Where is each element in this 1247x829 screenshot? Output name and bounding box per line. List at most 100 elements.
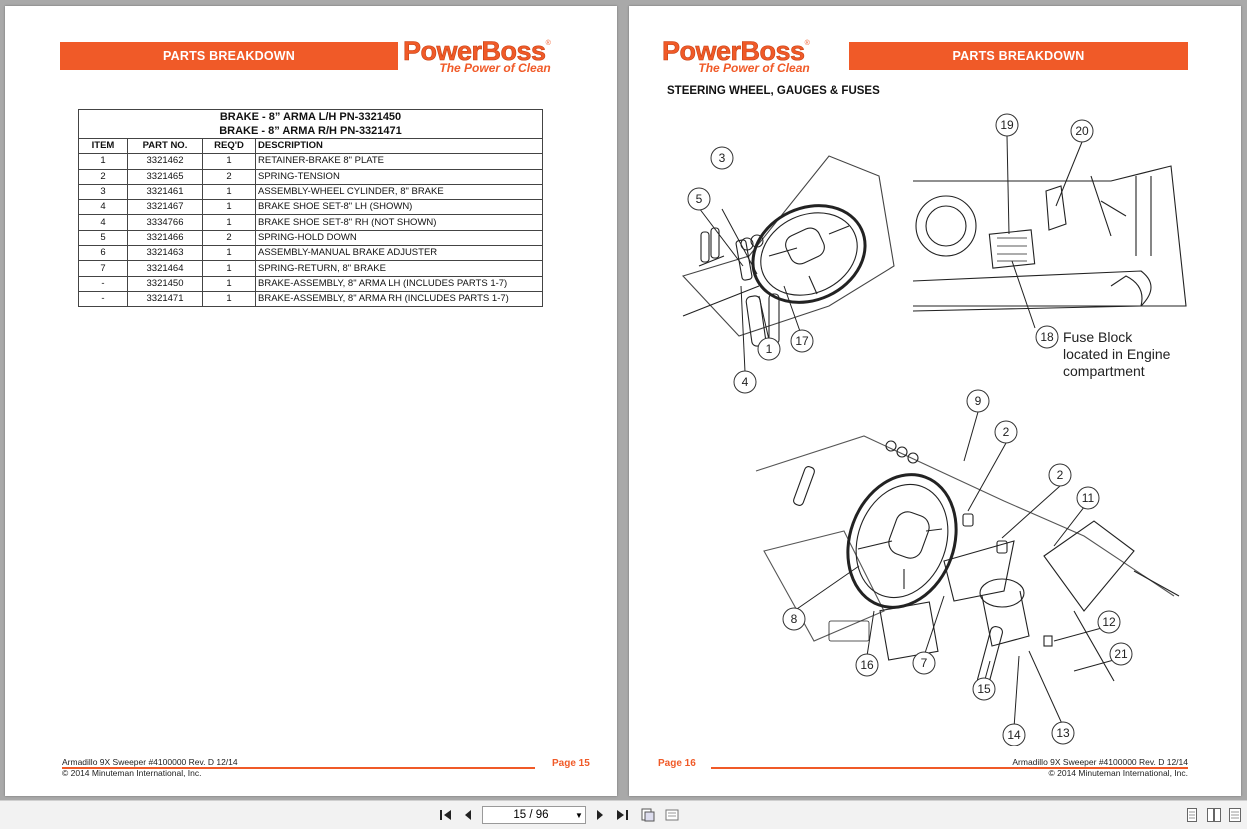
- book-view-icon[interactable]: [1204, 805, 1224, 825]
- fuse-note-line3: compartment: [1063, 363, 1145, 379]
- cell-reqd: 2: [202, 168, 256, 185]
- cell-part-no: 3321450: [127, 275, 203, 292]
- cell-part-no: 3321462: [127, 153, 203, 170]
- section-title: STEERING WHEEL, GAUGES & FUSES: [667, 85, 880, 97]
- callout-label: 14: [1007, 728, 1021, 742]
- cell-description: RETAINER-BRAKE 8" PLATE: [255, 153, 543, 170]
- callout-label: 21: [1114, 647, 1128, 661]
- callout-label: 4: [742, 375, 749, 389]
- parts-table: BRAKE - 8” ARMA L/H PN-3321450 BRAKE - 8…: [78, 109, 543, 308]
- callout-label: 9: [975, 394, 982, 408]
- callout-label: 7: [921, 656, 928, 670]
- callout-label: 3: [719, 151, 726, 165]
- table-title-2: BRAKE - 8” ARMA R/H PN-3321471: [78, 124, 543, 139]
- callout-label: 15: [977, 682, 991, 696]
- callout-label: 2: [1057, 468, 1064, 482]
- logo-registered: ®: [804, 40, 810, 47]
- cell-part-no: 3321461: [127, 183, 203, 201]
- first-page-icon[interactable]: [436, 805, 456, 825]
- powerboss-logo: PowerBoss® The Power of Clean: [403, 36, 551, 75]
- footer-rule: [62, 767, 535, 769]
- callout-label: 8: [791, 612, 798, 626]
- col-reqd: REQ'D: [202, 137, 256, 155]
- cell-item: 2: [78, 168, 128, 185]
- fit-icon[interactable]: [1225, 805, 1245, 825]
- cell-item: 6: [78, 245, 128, 262]
- cell-reqd: 1: [202, 290, 256, 308]
- logo-wordmark: PowerBoss: [403, 36, 547, 66]
- cell-description: SPRING-HOLD DOWN: [255, 229, 543, 247]
- page-header-band: PARTS BREAKDOWN: [60, 42, 398, 70]
- fuse-note-line1: Fuse Block: [1063, 329, 1133, 345]
- callout-label: 1: [766, 342, 773, 356]
- cell-item: 4: [78, 214, 128, 231]
- page-header-title: PARTS BREAKDOWN: [952, 49, 1085, 63]
- footer-copyright: © 2014 Minuteman International, Inc.: [62, 768, 202, 778]
- callout-label: 19: [1000, 118, 1014, 132]
- page-selector[interactable]: 15 / 96 ▼: [482, 806, 586, 824]
- cell-description: ASSEMBLY-MANUAL BRAKE ADJUSTER: [255, 245, 543, 262]
- footer-doc-info: Armadillo 9X Sweeper #4100000 Rev. D 12/…: [62, 757, 238, 767]
- callout-label: 17: [795, 334, 809, 348]
- cell-reqd: 1: [202, 153, 256, 170]
- cell-part-no: 3321465: [127, 168, 203, 185]
- callout-label: 11: [1082, 491, 1095, 505]
- cell-part-no: 3334766: [127, 214, 203, 231]
- cell-reqd: 1: [202, 214, 256, 231]
- page-number: Page 15: [552, 758, 590, 769]
- previous-page-icon[interactable]: [458, 805, 478, 825]
- cell-part-no: 3321466: [127, 229, 203, 247]
- col-item: ITEM: [78, 137, 128, 155]
- cell-part-no: 3321463: [127, 245, 203, 262]
- single-page-view-icon[interactable]: [638, 805, 658, 825]
- two-page-view-icon[interactable]: [662, 805, 682, 825]
- continuous-icon[interactable]: [1182, 805, 1202, 825]
- cell-description: BRAKE SHOE SET-8" LH (SHOWN): [255, 199, 543, 216]
- cell-reqd: 1: [202, 275, 256, 292]
- footer-doc-info: Armadillo 9X Sweeper #4100000 Rev. D 12/…: [1012, 757, 1188, 767]
- callout-label: 2: [1003, 425, 1010, 439]
- col-description: DESCRIPTION: [255, 137, 543, 155]
- footer-copyright: © 2014 Minuteman International, Inc.: [1048, 768, 1188, 778]
- logo-tagline: The Power of Clean: [439, 61, 551, 75]
- steering-wheel-diagram-bottom: 9 2 2 11 8 12 21 16 7 15 14 13: [755, 389, 1180, 746]
- callout-label: 13: [1056, 726, 1070, 740]
- cell-reqd: 1: [202, 183, 256, 201]
- cell-description: SPRING-RETURN, 8" BRAKE: [255, 260, 543, 277]
- powerboss-logo: PowerBoss® The Power of Clean: [662, 36, 810, 74]
- logo-wordmark: PowerBoss: [662, 36, 806, 66]
- page-15: PARTS BREAKDOWN PowerBoss® The Power of …: [5, 6, 617, 796]
- fuse-note-line2: located in Engine: [1063, 346, 1171, 362]
- cell-reqd: 1: [202, 260, 256, 277]
- cell-item: -: [78, 275, 128, 292]
- footer-left: Armadillo 9X Sweeper #4100000 Rev. D 12/…: [62, 757, 238, 779]
- last-page-icon[interactable]: [612, 805, 632, 825]
- logo-registered: ®: [545, 40, 551, 47]
- table-header-row: ITEM PART NO. REQ'D DESCRIPTION: [78, 137, 543, 155]
- page-selector-value: 15 / 96: [513, 809, 549, 821]
- col-part-no: PART NO.: [127, 137, 203, 155]
- cell-description: BRAKE-ASSEMBLY, 8" ARMA LH (INCLUDES PAR…: [255, 275, 543, 292]
- cell-part-no: 3321467: [127, 199, 203, 216]
- page-header-title: PARTS BREAKDOWN: [163, 49, 295, 63]
- callout-label: 12: [1102, 615, 1116, 629]
- callout-label: 20: [1075, 124, 1089, 138]
- cell-item: 3: [78, 183, 128, 201]
- footer-right: Armadillo 9X Sweeper #4100000 Rev. D 12/…: [1012, 757, 1188, 779]
- callout-label: 5: [696, 192, 703, 206]
- cell-description: BRAKE-ASSEMBLY, 8" ARMA RH (INCLUDES PAR…: [255, 290, 543, 308]
- cell-description: ASSEMBLY-WHEEL CYLINDER, 8" BRAKE: [255, 183, 543, 201]
- cell-description: BRAKE SHOE SET-8" RH (NOT SHOWN): [255, 214, 543, 231]
- next-page-icon[interactable]: [590, 805, 610, 825]
- table-title-1: BRAKE - 8” ARMA L/H PN-3321450: [78, 109, 543, 124]
